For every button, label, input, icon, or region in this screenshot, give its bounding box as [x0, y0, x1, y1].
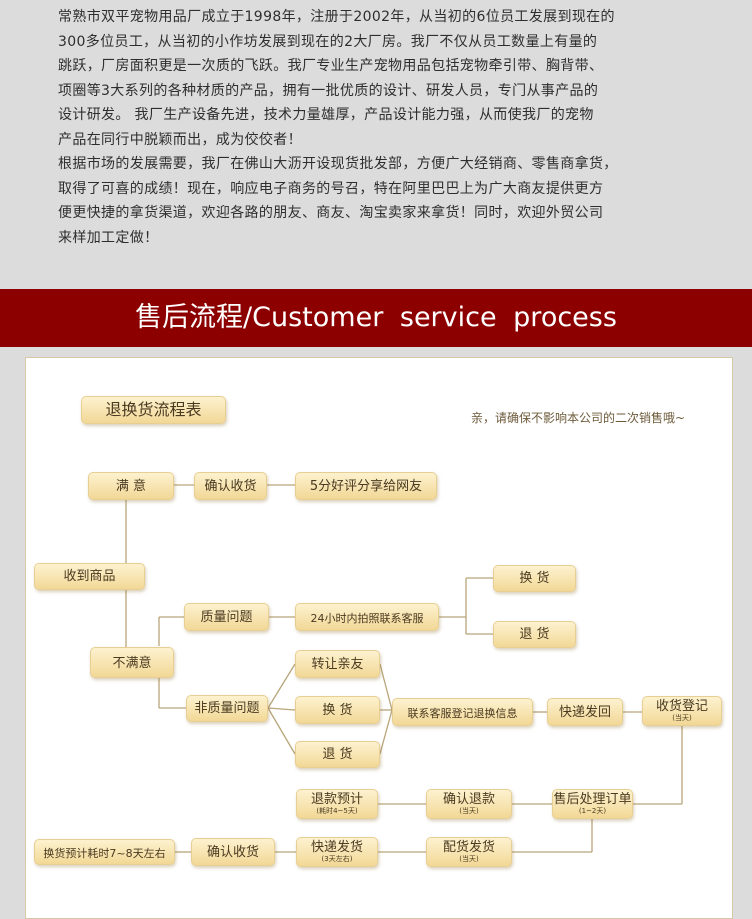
return-label-1: 退 货: [519, 627, 550, 642]
five-star-review-node: 5分好评分享给网友: [295, 472, 437, 500]
intro-line: 设计研发。 我厂生产设备先进，技术力量雄厚，产品设计能力强，从而使我厂的宠物: [58, 107, 594, 123]
resale-notice: 亲，请确保不影响本公司的二次销售哦~: [471, 411, 686, 425]
refund-estimate-sub: (耗时4~5天): [316, 807, 358, 815]
company-intro: 常熟市双平宠物用品厂成立于1998年，注册于2002年，从当初的6位员工发展到现…: [0, 0, 752, 289]
section-banner: 售后流程/Customer service process: [0, 289, 752, 347]
contact-register-label: 联系客服登记退换信息: [407, 707, 518, 720]
refund-estimate-label: 退款预计: [310, 792, 363, 807]
banner-title: 售后流程/Customer service process: [135, 302, 617, 333]
contact-register-node: 联系客服登记退换信息: [392, 698, 533, 726]
express-back-node: 快递发回: [547, 698, 623, 726]
quality-issue-label: 质量问题: [200, 610, 253, 625]
satisfied-label: 满 意: [115, 479, 147, 494]
prepare-ship-label: 配货发货: [442, 840, 495, 855]
flow-connectors: [125, 484, 683, 853]
transfer-friend-node: 转让亲友: [295, 650, 380, 678]
exchange-node-1: 换 货: [493, 565, 576, 592]
five-star-review-label: 5分好评分享给网友: [309, 479, 423, 494]
transfer-friend-label: 转让亲友: [311, 657, 364, 672]
return-label-2: 退 货: [322, 747, 353, 762]
intro-line: 项圈等3大系列的各种材质的产品，拥有一批优质的设计、研发人员，专门从事产品的: [58, 82, 599, 99]
intro-line: 取得了可喜的成绩！现在，响应电子商务的号召，特在阿里巴巴上为广大商友提供更方: [58, 180, 604, 197]
confirm-receipt-node-2: 确认收货: [191, 838, 275, 866]
exchange-node-2: 换 货: [295, 696, 380, 724]
return-flowchart: 退换货流程表 亲，请确保不影响本公司的二次销售哦~ 满 意 确认收货 5分好评分…: [25, 357, 733, 919]
after-sale-order-node: 售后处理订单(1~2天): [552, 789, 633, 819]
exchange-estimate-node: 换货预计耗时7~8天左右: [34, 839, 175, 865]
intro-line: 产品在同行中脱颖而出，成为佼佼者！: [58, 131, 302, 148]
flowchart-title-text: 退换货流程表: [105, 400, 202, 419]
intro-line: 来样加工定做！: [58, 229, 159, 246]
express-back-label: 快递发回: [558, 705, 611, 720]
unsatisfied-node: 不满意: [90, 647, 174, 678]
confirm-refund-label: 确认退款: [442, 792, 495, 807]
exchange-label-1: 换 货: [519, 571, 550, 586]
confirm-receipt-node: 确认收货: [194, 472, 267, 500]
intro-line: 跳跃，厂房面积更是一次质的飞跃。我厂专业生产宠物用品包括宠物牵引带、胸背带、: [58, 58, 604, 74]
receive-register-sub: (当天): [672, 714, 692, 722]
intro-line: 便更快捷的拿货渠道，欢迎各路的朋友、商友、淘宝卖家来拿货！同时，欢迎外贸公司: [58, 205, 604, 221]
after-sale-order-sub: (1~2天): [578, 807, 607, 815]
intro-line: 根据市场的发展需要，我厂在佛山大沥开设现货批发部，方便广大经销商、零售商拿货，: [58, 156, 618, 172]
intro-line: 300多位员工，从当初的小作坊发展到现在的2大厂房。我厂不仅从员工数量上有量的: [58, 33, 598, 50]
receive-register-label: 收货登记: [655, 699, 708, 714]
non-quality-issue-node: 非质量问题: [186, 695, 268, 722]
express-ship-label: 快递发货: [310, 840, 363, 855]
refund-estimate-node: 退款预计(耗时4~5天): [296, 789, 378, 819]
quality-issue-node: 质量问题: [184, 603, 269, 631]
exchange-estimate-label: 换货预计耗时7~8天左右: [43, 847, 166, 860]
satisfied-node: 满 意: [88, 472, 174, 500]
return-node-2: 退 货: [295, 741, 380, 768]
received-goods-node: 收到商品: [34, 563, 145, 590]
exchange-label-2: 换 货: [322, 703, 353, 718]
unsatisfied-label: 不满意: [112, 656, 152, 671]
contact-24h-label: 24小时内拍照联系客服: [310, 612, 424, 625]
received-goods-label: 收到商品: [63, 569, 116, 584]
express-ship-node: 快递发货(3天左右): [296, 837, 378, 867]
express-ship-sub: (3天左右): [321, 855, 353, 863]
flowchart-title: 退换货流程表: [81, 396, 226, 424]
receive-register-node: 收货登记(当天): [642, 696, 722, 726]
non-quality-issue-label: 非质量问题: [194, 701, 260, 716]
prepare-ship-node: 配货发货(当天): [426, 837, 512, 867]
confirm-refund-sub: (当天): [459, 807, 479, 815]
confirm-refund-node: 确认退款(当天): [426, 789, 512, 819]
intro-line: 常熟市双平宠物用品厂成立于1998年，注册于2002年，从当初的6位员工发展到现…: [58, 9, 615, 25]
after-sale-order-label: 售后处理订单: [553, 792, 632, 807]
contact-24h-node: 24小时内拍照联系客服: [295, 603, 439, 631]
prepare-ship-sub: (当天): [459, 855, 479, 863]
confirm-receipt-label-2: 确认收货: [206, 845, 259, 860]
confirm-receipt-label: 确认收货: [204, 479, 257, 494]
return-node-1: 退 货: [493, 621, 576, 648]
